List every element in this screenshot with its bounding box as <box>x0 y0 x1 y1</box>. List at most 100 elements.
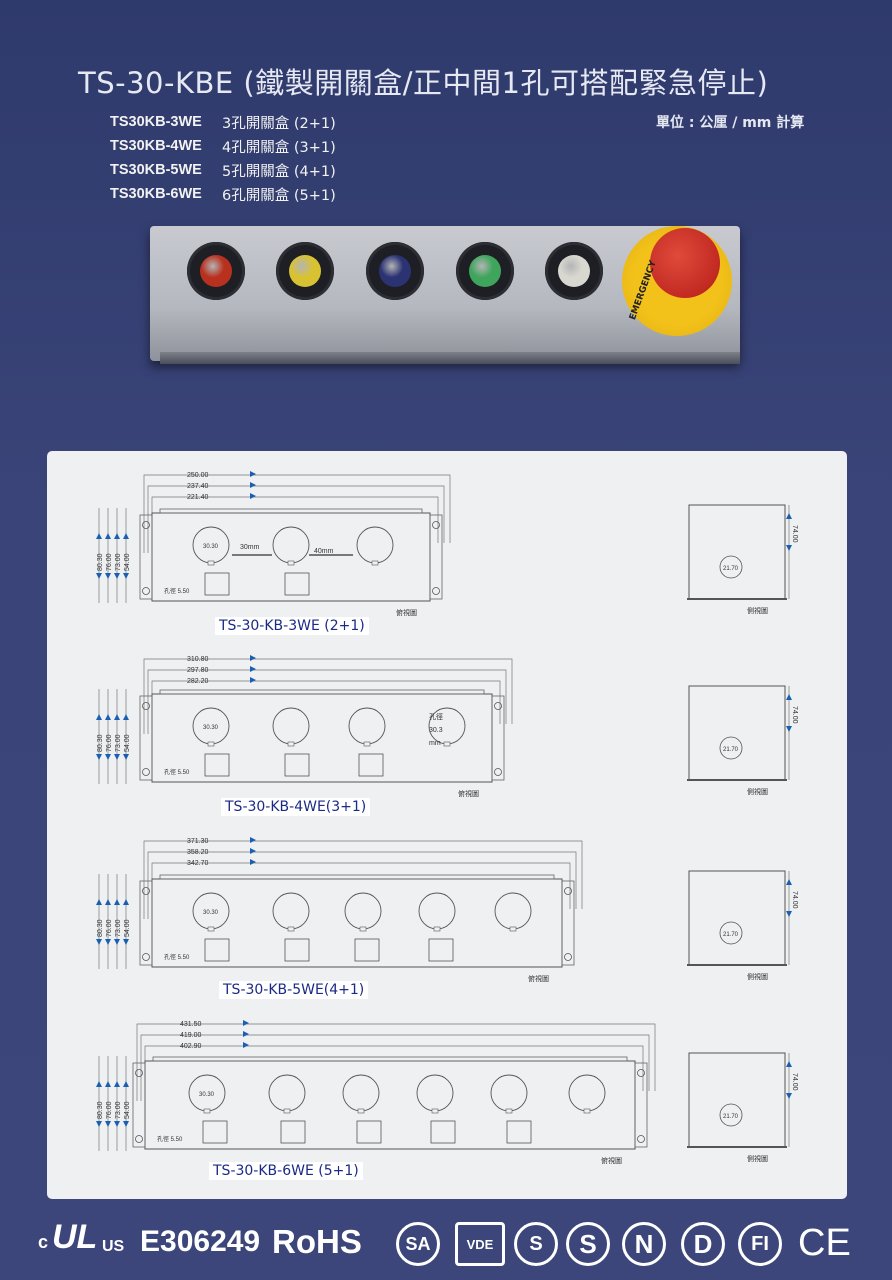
hole-key-notch <box>443 741 451 747</box>
rohs-mark: RoHS <box>272 1223 362 1260</box>
legend-plate <box>356 1120 382 1144</box>
mounting-hole <box>142 702 150 710</box>
mount-hole-label: 孔徑 5.50 <box>164 768 190 776</box>
dimension-arrow <box>250 471 256 477</box>
dimension-arrow <box>250 837 256 843</box>
mounting-hole <box>494 768 502 776</box>
length-dimension: 297.80 <box>187 667 209 674</box>
green-pilot-light <box>456 242 514 300</box>
dimension-arrow <box>250 677 256 683</box>
legend-plate <box>284 572 310 596</box>
drawing-caption-6we: TS-30-KB-6WE (5+1) <box>209 1162 363 1180</box>
hole-key-notch <box>207 741 215 747</box>
hole-key-notch <box>433 926 441 932</box>
dimension-line <box>143 840 583 919</box>
dimension-arrow <box>114 714 120 720</box>
dimension-arrow <box>786 879 792 885</box>
hole-diameter-label: 30.30 <box>203 544 219 550</box>
dimension-arrow <box>250 848 256 854</box>
side-view-hole <box>719 736 743 760</box>
hole-key-notch <box>283 1108 291 1114</box>
height-dimension: 54.00 <box>124 734 131 752</box>
mounting-hole <box>135 1135 143 1143</box>
nemko-n-mark: N <box>622 1222 666 1266</box>
page-title: TS-30-KBE (鐵製開關盒/正中間1孔可搭配緊急停止) <box>78 66 769 100</box>
length-dimension: 342.70 <box>187 860 209 867</box>
legend-plate <box>202 1120 228 1144</box>
legend-plate <box>354 938 380 962</box>
side-height-label: 74.00 <box>791 891 798 909</box>
model-row: TS30KB-4WE 4孔開關盒 (3+1) <box>110 134 336 158</box>
side-view-hole <box>719 921 743 945</box>
length-dimension: 221.40 <box>187 494 209 501</box>
dimension-arrow <box>96 899 102 905</box>
drawing-caption-3we: TS-30-KB-3WE (2+1) <box>215 617 369 635</box>
model-desc: 6孔開關盒 (5+1) <box>222 187 336 204</box>
side-hole-label: 21.70 <box>723 932 739 938</box>
hole-note-label: mm <box>429 740 441 747</box>
hole-key-notch <box>287 926 295 932</box>
legend-plate <box>204 572 230 596</box>
legend-plate <box>284 753 310 777</box>
side-view-outline <box>688 504 786 600</box>
length-dimension: 310.80 <box>187 656 209 663</box>
height-dimension: 76.00 <box>106 553 113 571</box>
drawing-caption-4we: TS-30-KB-4WE(3+1) <box>221 798 371 816</box>
mounting-hole <box>637 1135 645 1143</box>
mounting-ear <box>139 695 153 781</box>
model-desc: 5孔開關盒 (4+1) <box>222 163 336 180</box>
height-dimension: 80.30 <box>97 734 104 752</box>
mounting-hole <box>432 587 440 595</box>
height-dimension: 73.00 <box>115 734 122 752</box>
hole-key-notch <box>207 560 215 566</box>
dimension-arrow <box>114 899 120 905</box>
height-dimension: 73.00 <box>115 553 122 571</box>
height-dimension: 76.00 <box>106 734 113 752</box>
dimension-line <box>151 496 439 553</box>
dimension-line <box>136 1023 656 1101</box>
ce-mark: CE <box>798 1222 851 1264</box>
side-hole-label: 21.70 <box>723 1114 739 1120</box>
panel-hole <box>342 1074 380 1112</box>
model-desc: 3孔開關盒 (2+1) <box>222 115 336 132</box>
legend-plate <box>280 1120 306 1144</box>
dimension-arrow <box>105 1121 111 1127</box>
dimension-arrow <box>123 939 129 945</box>
top-view-label: 俯視圖 <box>396 608 417 617</box>
legend-plate <box>428 938 454 962</box>
mounting-ear <box>139 880 153 966</box>
mounting-hole <box>564 953 572 961</box>
dimension-arrow <box>786 911 792 917</box>
hole-key-notch <box>505 1108 513 1114</box>
dimension-arrow <box>786 1061 792 1067</box>
dimension-arrow <box>105 899 111 905</box>
mounting-hole <box>142 768 150 776</box>
mounting-ear <box>429 514 443 600</box>
length-dimension: 282.20 <box>187 678 209 685</box>
dimension-line <box>143 474 451 553</box>
white-pilot-light <box>545 242 603 300</box>
side-view-label: 側視圖 <box>747 1154 768 1163</box>
length-dimension: 371.30 <box>187 838 209 845</box>
legend-plate <box>204 938 230 962</box>
hole-key-notch <box>207 926 215 932</box>
dimension-arrow <box>114 1121 120 1127</box>
dimension-arrow <box>250 666 256 672</box>
emergency-stop-button <box>650 228 720 298</box>
dimension-arrow <box>96 714 102 720</box>
mounting-hole <box>142 953 150 961</box>
dimension-arrow <box>123 899 129 905</box>
dimension-arrow <box>105 754 111 760</box>
dimension-arrow <box>786 1093 792 1099</box>
side-height-label: 74.00 <box>791 706 798 724</box>
top-view-label: 俯視圖 <box>458 789 479 798</box>
dimension-line <box>147 669 507 734</box>
panel-hole <box>272 526 310 564</box>
mounting-hole <box>564 887 572 895</box>
dimension-arrow <box>123 533 129 539</box>
enclosure-outline <box>144 1060 636 1150</box>
side-view-label: 側視圖 <box>747 606 768 615</box>
height-dimension: 76.00 <box>106 1101 113 1119</box>
product-photo-base <box>160 352 740 364</box>
enclosure-lid <box>159 508 423 514</box>
